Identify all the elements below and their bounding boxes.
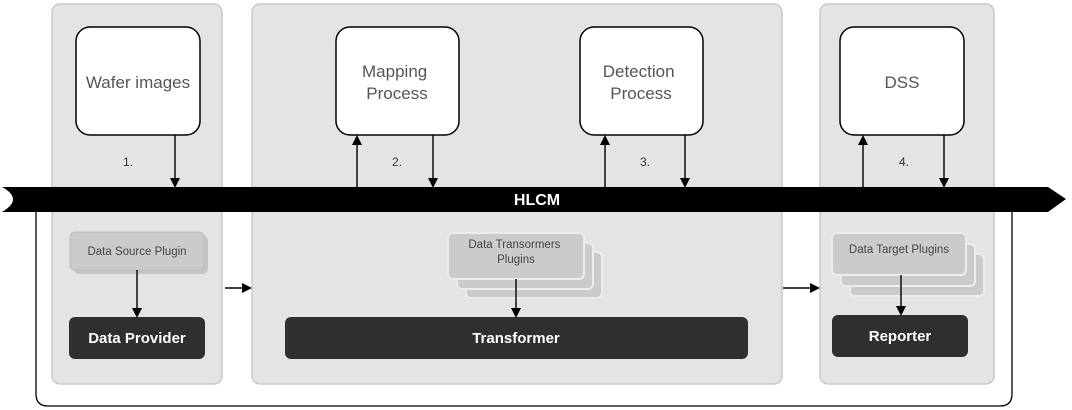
- data-target-plugins-label: Data Target Plugins: [849, 244, 949, 256]
- reporter-label: Reporter: [869, 328, 932, 345]
- data-transformers-plugins-line2: Plugins: [497, 254, 535, 266]
- process-label-mapping-line1: Mapping: [362, 62, 427, 81]
- step-label-3: 3.: [640, 155, 650, 169]
- process-label-detection-line2: Process: [610, 84, 671, 103]
- data-provider-box: [69, 317, 205, 359]
- feedback-loop-connector: [35, 205, 1013, 407]
- step-label-4: 4.: [899, 155, 909, 169]
- process-box-wafer-images: [75, 26, 201, 136]
- transformer-box: [285, 317, 748, 359]
- hlcm-bus: [2, 187, 1066, 212]
- process-label-detection-line1: Detection: [603, 62, 675, 81]
- step-label-2: 2.: [392, 155, 402, 169]
- transformer-label: Transformer: [472, 330, 560, 347]
- hlcm-bus-label: HLCM: [514, 192, 560, 209]
- process-box-dss: [839, 26, 965, 136]
- step-label-1: 1.: [123, 155, 133, 169]
- data-provider-label: Data Provider: [88, 330, 186, 347]
- process-box-detection: [579, 26, 704, 136]
- data-transformers-plugins-line1: Data Transormers: [468, 239, 560, 251]
- process-label-detection: Detection Process: [603, 62, 680, 103]
- process-box-mapping: [335, 26, 460, 136]
- process-label-mapping: Mapping Process: [362, 62, 432, 103]
- process-label-wafer-images: Wafer images: [86, 73, 190, 92]
- data-transformers-plugins-label: Data Transormers Plugins: [468, 239, 563, 266]
- data-source-plugin-label: Data Source Plugin: [87, 246, 186, 258]
- process-label-dss: DSS: [885, 73, 920, 92]
- data-target-plugins: [831, 232, 967, 276]
- reporter-box: [832, 315, 968, 357]
- process-label-mapping-line2: Process: [366, 84, 427, 103]
